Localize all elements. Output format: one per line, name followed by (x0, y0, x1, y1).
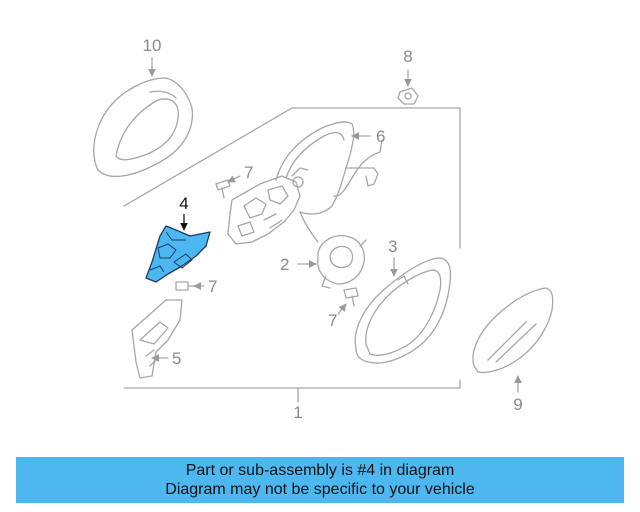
highlighted-part-4 (145, 225, 211, 283)
callout-1: 1 (293, 403, 302, 422)
nut-part-8 (397, 87, 419, 105)
screw-upper-part-7 (215, 179, 231, 199)
callout-6: 6 (376, 127, 385, 146)
callout-5: 5 (172, 349, 181, 368)
callout-4: 4 (179, 194, 188, 213)
assembly-outline (123, 107, 461, 389)
callout-7-upper: 7 (244, 163, 253, 182)
leader-arrow-7a (227, 175, 241, 183)
mirror-base-bracket (227, 167, 309, 245)
mirror-cap-part-10 (93, 77, 194, 178)
mirror-glass-part-9 (472, 287, 554, 374)
banner-line-2: Diagram may not be specific to your vehi… (165, 481, 475, 498)
callout-10: 10 (143, 36, 162, 55)
banner-line-1: Part or sub-assembly is #4 in diagram (185, 462, 455, 479)
callout-7-lower: 7 (328, 311, 337, 330)
callout-2: 2 (280, 255, 289, 274)
gasket-part-6 (275, 121, 383, 243)
motor-part-2 (317, 234, 367, 289)
info-banner: Part or sub-assembly is #4 in diagram Di… (16, 457, 624, 503)
callout-8: 8 (403, 47, 412, 66)
screw-lower-part-7 (343, 287, 359, 307)
callout-7-mid: 7 (208, 277, 217, 296)
callout-9: 9 (513, 395, 522, 414)
mirror-holder-part-3 (354, 257, 452, 364)
callout-3: 3 (388, 237, 397, 256)
leader-arrow-7c (337, 303, 347, 315)
